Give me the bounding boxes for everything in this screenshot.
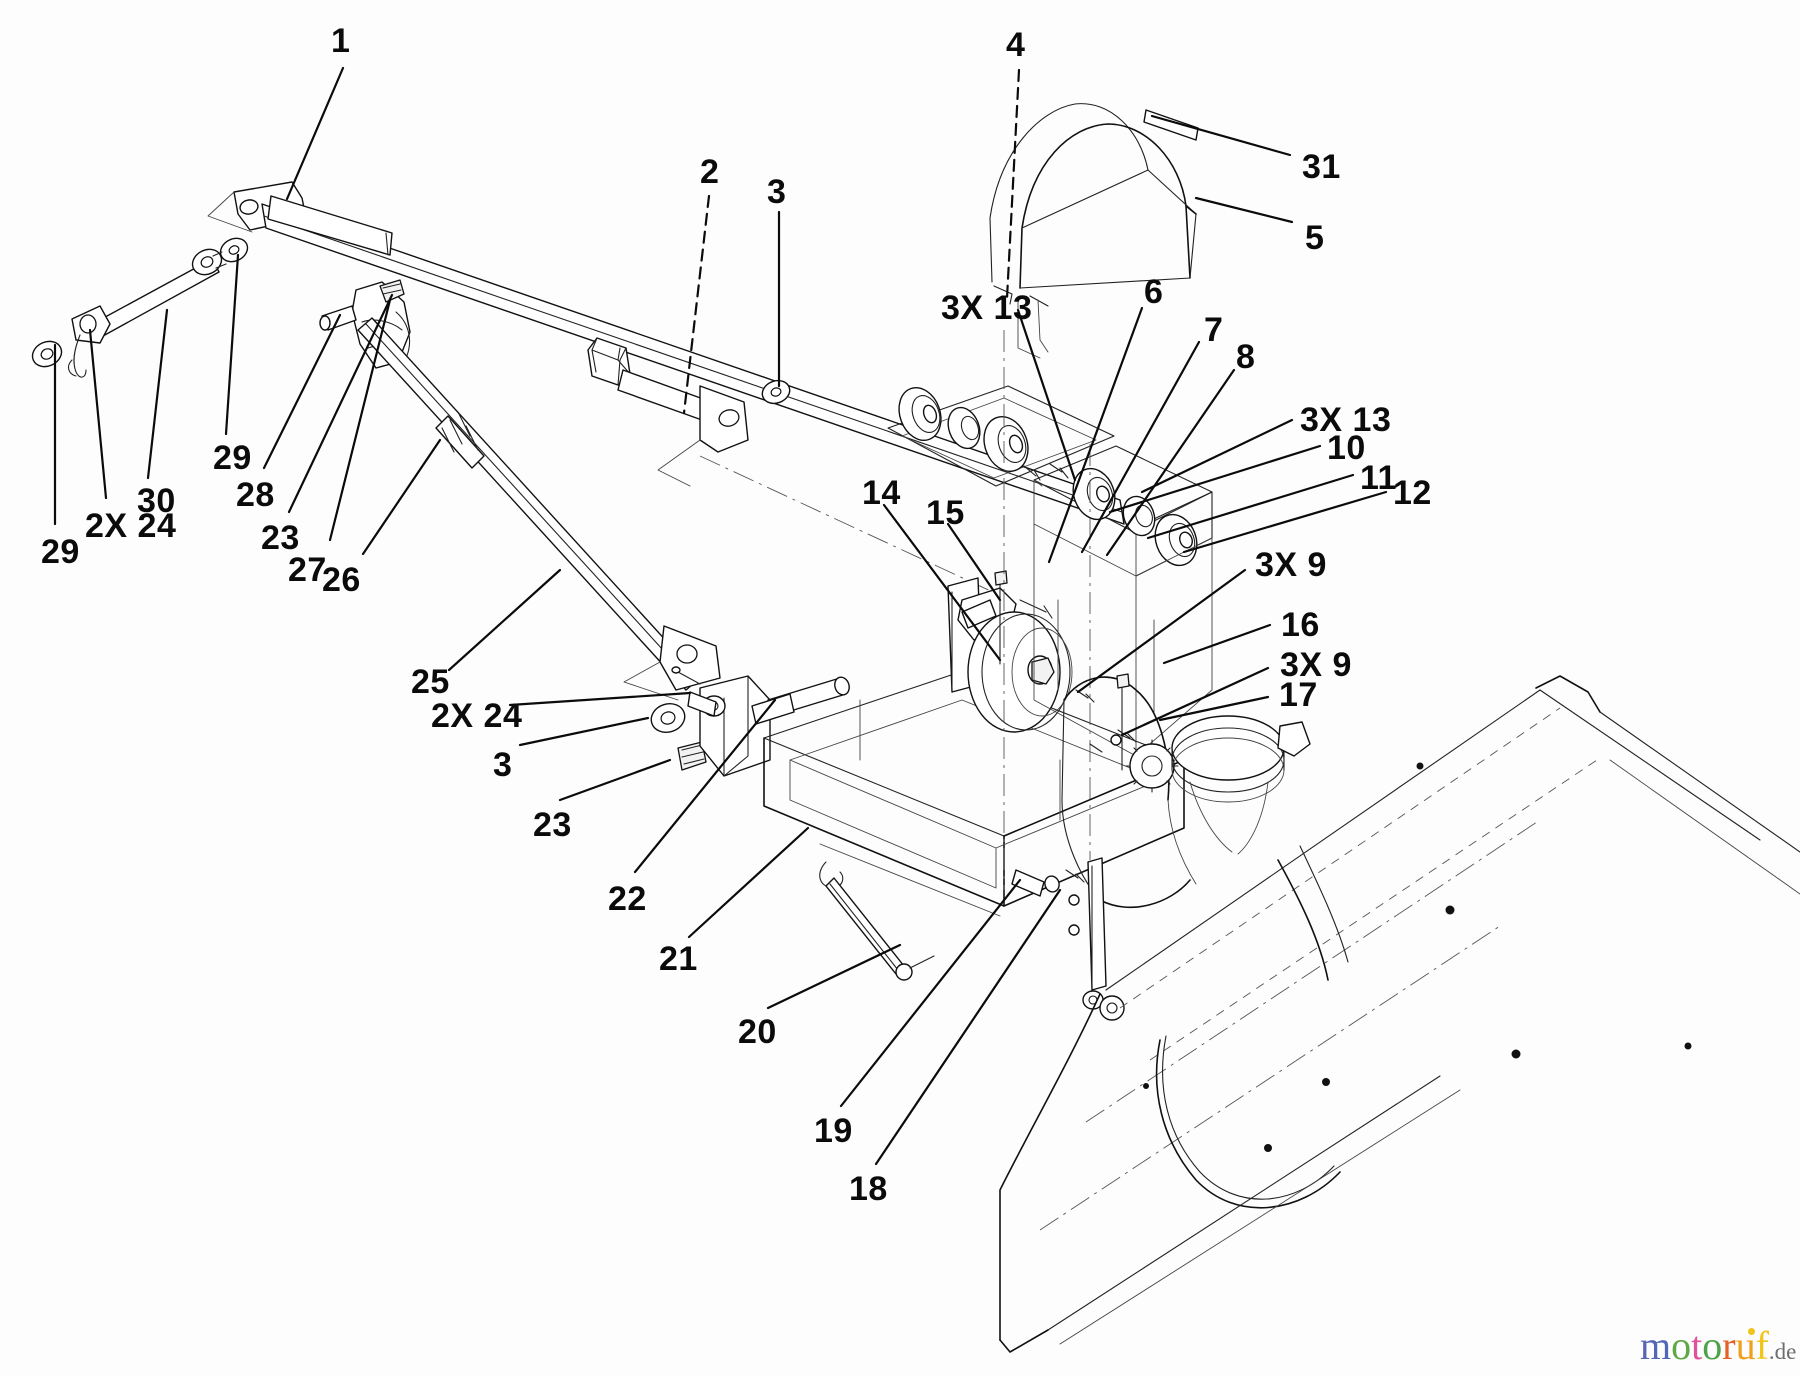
leader-lines [53,66,1388,1166]
watermark-letter: f [1755,1323,1769,1368]
part-callout-25: 25 [411,663,450,701]
leader-line [1076,568,1247,694]
flange-bearing-b [947,406,981,450]
leader-line [1146,473,1355,540]
part-callout-6: 6 [1144,273,1164,311]
leader-line [558,758,672,802]
part-callout-17: 17 [1279,676,1318,714]
leader-line [88,328,108,500]
watermark-tld: .de [1768,1339,1797,1364]
leader-line [447,568,562,672]
part-callout-3x-13: 3X 13 [1300,401,1392,439]
leader-line [1162,623,1272,665]
part-callout-12: 12 [1393,474,1432,512]
leader-line [882,503,1002,662]
part-callout-22: 22 [608,880,647,918]
watermark-letter: r [1722,1323,1736,1368]
leader-line [633,698,777,874]
leader-line [287,293,394,514]
drive-gear [1125,739,1179,793]
pivot-shaft-hardware [31,237,249,378]
lift-link-rod-assembly [207,181,1125,601]
part-callout-7: 7 [1204,311,1224,349]
part-callout-3x-9: 3X 9 [1255,546,1327,584]
leader-line [508,691,692,707]
part-callout-29: 29 [41,533,80,571]
flange-bearing-a [898,387,942,441]
diagonal-lift-rod [357,317,721,701]
leader-line [1150,114,1292,157]
leader-line [518,716,650,747]
watermark-letter: o [1671,1323,1692,1368]
extension-spring-20 [819,861,935,981]
part-callout-2: 2 [700,153,720,191]
leader-line [682,194,711,415]
part-callout-5: 5 [1305,219,1325,257]
part-callout-1: 1 [331,22,351,60]
part-callout-27: 27 [288,551,327,589]
leader-line [328,298,392,542]
part-callout-3x-9: 3X 9 [1280,646,1352,684]
watermark-letter: t [1691,1323,1703,1368]
part-callout-19: 19 [814,1112,853,1150]
part-callout-21: 21 [659,940,698,978]
watermark-letter: u [1735,1323,1756,1368]
leader-line [1140,418,1294,494]
watermark-letter: m [1640,1323,1672,1368]
leader-line [1080,340,1201,554]
part-callout-23: 23 [533,806,572,844]
leader-line [146,308,169,480]
leader-line [1016,308,1077,482]
part-callout-23: 23 [261,519,300,557]
leader-line [224,253,240,436]
leader-line [361,438,442,556]
plow-blade-assembly [999,675,1800,1353]
part-callout-10: 10 [1327,429,1366,467]
part-callout-3x-13: 3X 13 [941,289,1033,327]
leader-line [766,943,902,1010]
leader-line [1182,490,1388,554]
leader-line [946,522,1002,602]
motoruf-watermark: motoruf.de [1640,1326,1796,1366]
part-callout-28: 28 [236,476,275,514]
part-callout-16: 16 [1281,606,1320,644]
leader-line [874,888,1062,1166]
leader-line [262,313,342,470]
part-callout-31: 31 [1302,148,1341,186]
flange-bearing-d [1072,467,1116,521]
part-callout-26: 26 [322,561,361,599]
leader-line [1120,666,1270,737]
part-callout-11: 11 [1360,459,1397,497]
leader-line [1047,306,1144,564]
leader-line [1005,68,1021,300]
part-callout-2x-24: 2X 24 [85,507,177,545]
leader-line [1108,444,1322,514]
part-callout-18: 18 [849,1170,888,1208]
leader-line [839,878,1022,1108]
part-callout-4: 4 [1006,26,1026,64]
leader-line [1194,196,1294,224]
watermark-accent-dot [1748,1328,1755,1335]
part-callout-15: 15 [926,494,965,532]
watermark-letter: o [1702,1323,1723,1368]
part-callout-14: 14 [862,474,901,512]
leader-line [1105,368,1236,557]
bearing-plate-left [887,330,1115,890]
part-callout-3: 3 [767,173,787,211]
leader-line [687,826,810,939]
part-callout-20: 20 [738,1013,777,1051]
leader-line [285,66,345,201]
coil-detail [435,411,485,469]
leader-line [1158,695,1270,722]
auger-housing-frame [763,577,1185,917]
part-callout-3: 3 [493,746,513,784]
part-callout-30: 30 [137,482,176,520]
part-callout-8: 8 [1236,338,1256,376]
part-callout-29: 29 [213,439,252,477]
bearing-plate-right [1033,444,1213,860]
part-callout-2x-24: 2X 24 [431,697,523,735]
chute-base-gear-assembly [1061,673,1311,908]
flange-bearing-c [983,416,1029,472]
